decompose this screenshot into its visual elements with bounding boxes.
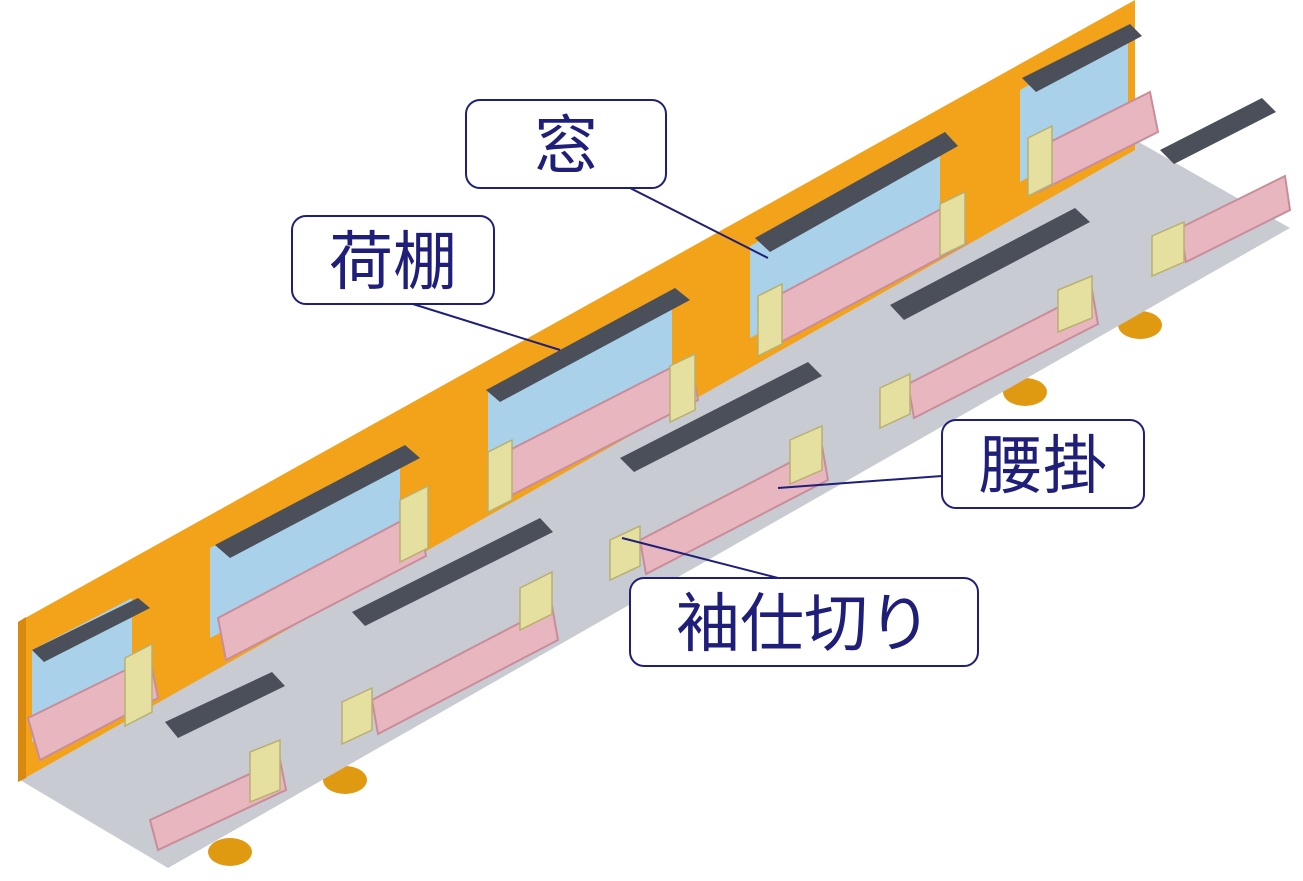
wheel (208, 838, 252, 866)
floor (20, 140, 1290, 868)
callout-label-window: 窓 (534, 110, 598, 184)
luggage-rack (755, 132, 958, 252)
armrest-partition (1151, 220, 1185, 278)
luggage-racks-opposite (165, 98, 1276, 738)
luggage-rack (352, 518, 553, 626)
luggage-racks-wall (32, 24, 1142, 662)
armrest-partition (341, 686, 373, 746)
armrest-partition (1057, 274, 1093, 334)
leader-window (629, 187, 769, 259)
callout-label-luggage-rack: 荷棚 (329, 226, 457, 300)
callout-box (291, 215, 495, 305)
armrest-partition (249, 738, 281, 804)
seat (216, 510, 428, 662)
armrest-partition (609, 524, 641, 582)
seat (906, 288, 1100, 420)
luggage-rack (620, 362, 822, 472)
armrest-partition (124, 642, 153, 728)
callout-armrest-partition: 袖仕切り (629, 577, 979, 667)
leader-armrest-partition (621, 537, 779, 579)
armrest-partition (669, 352, 696, 424)
callout-leaders (399, 187, 943, 579)
luggage-rack (165, 672, 285, 738)
callout-label-seat: 腰掛 (979, 430, 1107, 504)
callout-seat: 腰掛 (941, 419, 1145, 509)
armrest-partition (789, 424, 823, 486)
armrest-partition (757, 282, 783, 358)
seats-opposite-side (148, 174, 1292, 852)
callout-box (465, 99, 667, 189)
luggage-rack (1160, 98, 1276, 164)
luggage-rack (215, 445, 420, 558)
armrest-partition (519, 570, 553, 632)
armrest-partition (487, 438, 513, 514)
luggage-rack (890, 208, 1090, 320)
window-glass (210, 450, 400, 638)
leader-seat (777, 475, 943, 489)
callout-box (629, 577, 979, 667)
armrest-partitions (124, 124, 1185, 804)
seat (638, 444, 830, 576)
luggage-rack (32, 598, 150, 662)
leader-luggage-rack (399, 299, 561, 351)
side-wall-edge (18, 617, 26, 782)
callout-box (941, 419, 1145, 509)
armrest-partition (399, 484, 429, 564)
seat (370, 604, 560, 736)
luggage-rack (1022, 24, 1142, 92)
luggage-rack (486, 288, 690, 402)
armrest-partition (1027, 124, 1053, 198)
armrest-partition (939, 190, 966, 258)
armrest-partition (879, 372, 911, 430)
callout-luggage-rack: 荷棚 (291, 215, 495, 305)
callout-label-armrest-partition: 袖仕切り (676, 588, 932, 662)
callout-window: 窓 (465, 99, 667, 189)
